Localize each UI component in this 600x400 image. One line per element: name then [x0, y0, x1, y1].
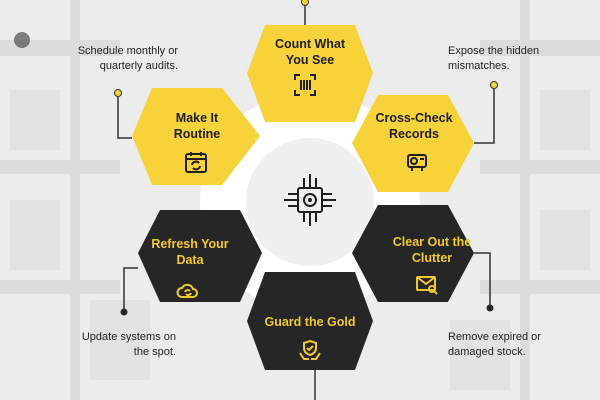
note-schedule: Schedule monthly or quarterly audits. [77, 45, 178, 72]
hex-guard-the-gold [247, 272, 373, 370]
step-title-clear-out: Clear Out the Clutter [392, 235, 472, 265]
projector-camera-icon [407, 154, 427, 171]
hex-count-what-you-see [247, 25, 373, 122]
calendar-cycle-icon [185, 152, 207, 173]
cloud-sync-icon [176, 283, 198, 298]
hex-cross-check-records [352, 95, 474, 192]
barcode-scanner-icon [294, 74, 316, 96]
step-title-refresh: Refresh Your Data [151, 237, 229, 267]
hex-refresh-your-data [138, 210, 262, 302]
note-expose: Expose the hidden mismatches. [448, 45, 540, 72]
step-title-count: Count What You See [274, 37, 346, 67]
step-title-routine: Make It Routine [173, 111, 221, 141]
shield-hands-icon [299, 339, 321, 360]
hex-clear-out-the-clutter [352, 205, 474, 302]
step-title-cross-check: Cross-Check Records [375, 111, 453, 141]
hex-make-it-routine [132, 88, 260, 185]
envelope-search-icon [416, 276, 438, 295]
note-update: Update systems on the spot. [81, 331, 176, 358]
circuit-gear-icon [284, 174, 336, 226]
step-title-guard: Guard the Gold [264, 315, 356, 329]
note-remove: Remove expired or damaged stock. [448, 331, 541, 358]
